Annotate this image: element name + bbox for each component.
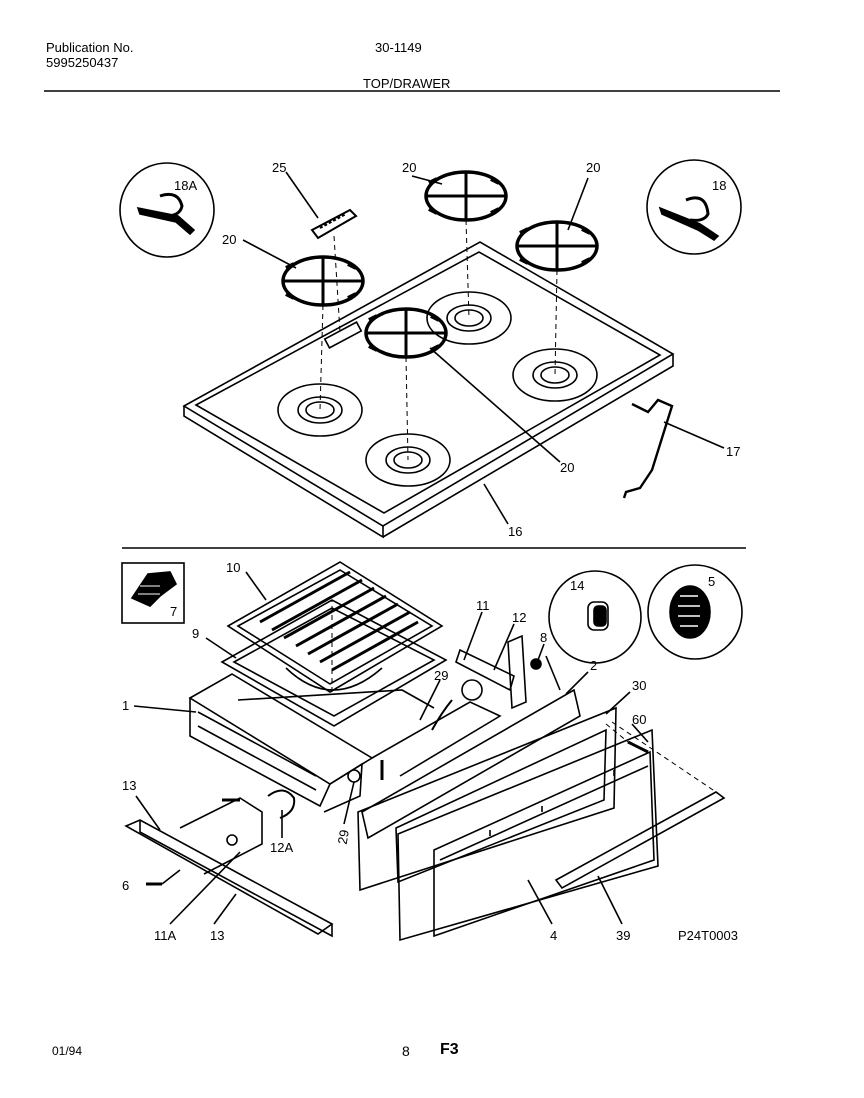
callout-13-upper: 13 — [122, 778, 136, 793]
grate-right — [515, 220, 599, 272]
grate-left — [281, 255, 365, 307]
callout-2: 2 — [590, 658, 597, 673]
callout-12: 12 — [512, 610, 526, 625]
broiler-pan-10 — [226, 561, 444, 693]
callout-6: 6 — [122, 878, 129, 893]
burner-rl — [277, 383, 363, 437]
drawer-front-4 — [397, 728, 659, 942]
callout-20-top: 20 — [402, 160, 416, 175]
callout-13-lower: 13 — [210, 928, 224, 943]
part-17-rod — [622, 398, 674, 499]
burner-fr — [512, 348, 598, 402]
callout-29-lower: 29 — [335, 829, 352, 846]
drawer-liner-30 — [357, 706, 617, 892]
cooktop — [182, 241, 675, 539]
footer-page-number: 8 — [402, 1043, 410, 1059]
detail-7-box — [121, 562, 185, 624]
footer-date: 01/94 — [52, 1044, 83, 1058]
model-number: 30-1149 — [375, 40, 422, 55]
callout-29-upper: 29 — [434, 668, 448, 683]
broiler-pan-9 — [220, 599, 448, 727]
part-25-strip — [310, 208, 358, 240]
callout-9: 9 — [192, 626, 199, 641]
screw-29 — [347, 769, 361, 783]
callout-14: 14 — [570, 578, 584, 593]
callout-16: 16 — [508, 524, 522, 539]
callout-20-center: 20 — [560, 460, 574, 475]
callout-18a: 18A — [174, 178, 197, 193]
callout-8: 8 — [540, 630, 547, 645]
bracket-11-12 — [431, 634, 542, 731]
callout-1: 1 — [122, 698, 129, 713]
detail-5-circle — [647, 564, 743, 660]
callout-12a: 12A — [270, 840, 293, 855]
callout-60: 60 — [632, 712, 646, 727]
callout-11: 11 — [476, 598, 490, 613]
publication-number: 5995250437 — [46, 55, 119, 70]
callout-30: 30 — [632, 678, 646, 693]
callout-5: 5 — [708, 574, 715, 589]
footer-code: F3 — [440, 1041, 459, 1058]
callout-10: 10 — [226, 560, 240, 575]
panel-2 — [361, 688, 581, 840]
detail-18-circle — [646, 159, 742, 255]
detail-18a-circle — [119, 162, 215, 258]
callout-4: 4 — [550, 928, 557, 943]
callout-20-right: 20 — [586, 160, 600, 175]
strip-39 — [554, 791, 726, 890]
publication-label: Publication No. — [46, 40, 134, 55]
grate-center — [364, 307, 448, 359]
drawer-frame-1 — [188, 673, 502, 813]
callout-25: 25 — [272, 160, 286, 175]
callout-39: 39 — [616, 928, 630, 943]
grate-back — [424, 170, 508, 222]
callout-11a: 11A — [154, 928, 176, 943]
detail-14-circle — [548, 570, 642, 664]
callout-17: 17 — [726, 444, 740, 459]
section-title: TOP/DRAWER — [363, 76, 451, 91]
side-rail-13 — [124, 789, 334, 938]
screw-60 — [627, 740, 649, 754]
callout-7: 7 — [170, 604, 177, 619]
drawing-code: P24T0003 — [678, 928, 738, 943]
callout-20-left: 20 — [222, 232, 236, 247]
burner-fl — [365, 433, 451, 487]
callout-18: 18 — [712, 178, 726, 193]
